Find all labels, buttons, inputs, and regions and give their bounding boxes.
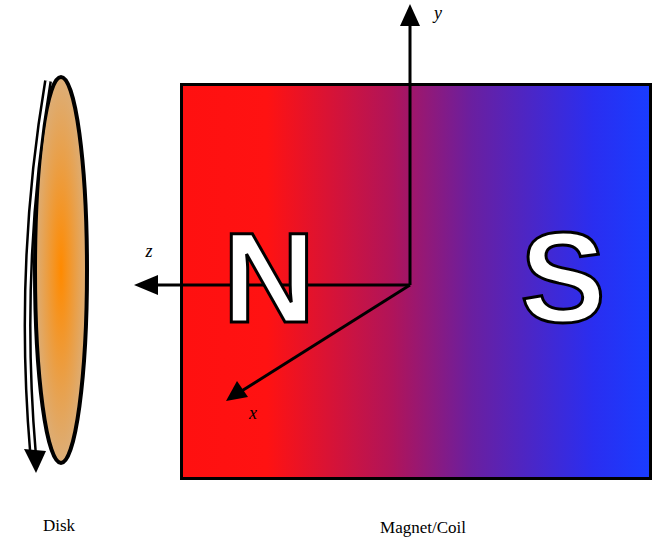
north-pole-letter: N [223,214,315,342]
y-axis-label: y [434,4,442,24]
rotation-arrow-core [28,81,48,453]
disk: Disk [33,75,89,465]
z-arrowhead [134,275,158,295]
disk-label: Disk [43,516,75,536]
x-axis-label: x [249,404,257,424]
y-arrowhead [400,4,420,26]
z-axis [150,284,410,287]
south-pole-letter: S [520,214,605,342]
disk-shape [33,75,89,465]
z-axis-label: z [145,242,152,262]
magnet-coil-label: Magnet/Coil [380,518,466,538]
rotation-arrowhead [24,449,46,473]
rotation-arrow [28,81,48,453]
x-arrowhead [226,381,248,401]
y-axis [409,22,412,285]
x-axis [240,285,410,392]
